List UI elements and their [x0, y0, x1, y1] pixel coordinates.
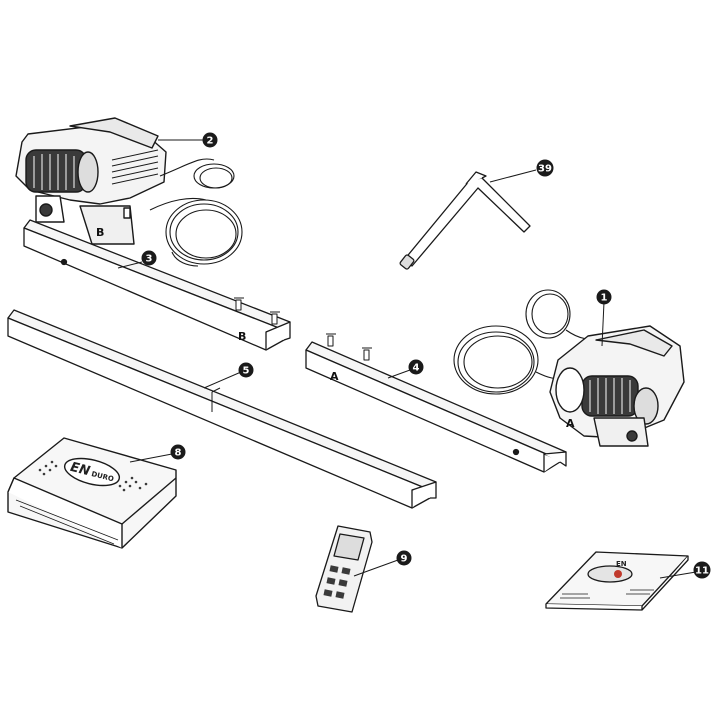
callout-battery-cover: 8: [170, 444, 186, 460]
motor-a-cable-coil: [453, 289, 601, 395]
callout-remote: 9: [396, 550, 412, 566]
callout-rail-a: 4: [408, 359, 424, 375]
motor-a-letter: A: [566, 417, 575, 430]
callout-badge: [596, 289, 612, 305]
callout-group: 2 3 39 1 5 4 8 9 11: [141, 132, 711, 579]
callout-motor-a: 1: [596, 289, 612, 305]
rail-b: [23, 219, 291, 351]
callout-badge: [238, 362, 254, 378]
callout-motor-b: 2: [202, 132, 218, 148]
callout-number: 39: [538, 164, 552, 175]
rail-a-letter: A: [330, 370, 339, 383]
leader-lines: [117, 139, 697, 579]
callout-crank-handle: 39: [536, 159, 554, 177]
callout-number: 11: [695, 566, 709, 577]
callout-cross-bar: 5: [238, 362, 254, 378]
callout-badge: [141, 250, 157, 266]
callout-number: 2: [207, 136, 214, 147]
motor-b-cable-coil: [149, 158, 243, 267]
callout-manual: 11: [693, 561, 711, 579]
motor-unit-b: [15, 117, 167, 245]
callout-number: 3: [146, 254, 153, 265]
callout-number: 1: [601, 293, 608, 304]
remote-control: [315, 525, 373, 613]
crank-handle: [399, 171, 531, 270]
callout-number: 9: [401, 554, 408, 565]
callout-badge: [396, 550, 412, 566]
manual-logo-text: EN: [616, 560, 627, 568]
rail-a: [305, 333, 567, 473]
logo-main-text: EN: [69, 460, 92, 479]
callout-badge: [170, 444, 186, 460]
cross-bar: [7, 309, 437, 509]
callout-badge: [202, 132, 218, 148]
callout-number: 5: [243, 366, 250, 377]
motor-b-letter: B: [96, 226, 104, 239]
motor-unit-a: [549, 325, 685, 447]
callout-badge: [408, 359, 424, 375]
manual-booklet: [545, 551, 689, 611]
callout-number: 8: [175, 448, 182, 459]
enduro-logo: EN DURO: [69, 460, 115, 483]
rail-b-letter: B: [238, 330, 246, 343]
callout-number: 4: [413, 363, 420, 374]
callout-badge: [693, 561, 711, 579]
callout-badge: [536, 159, 554, 177]
callout-rail-b: 3: [141, 250, 157, 266]
battery-cover: [7, 437, 177, 549]
